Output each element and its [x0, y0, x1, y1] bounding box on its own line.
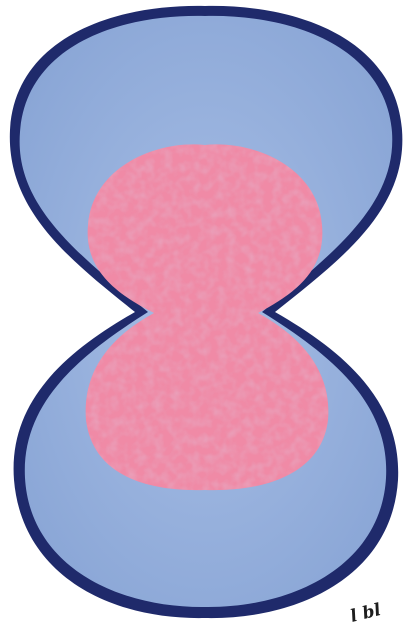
- nucleus: [80, 135, 330, 497]
- cropped-caption-text: l bl: [348, 600, 383, 624]
